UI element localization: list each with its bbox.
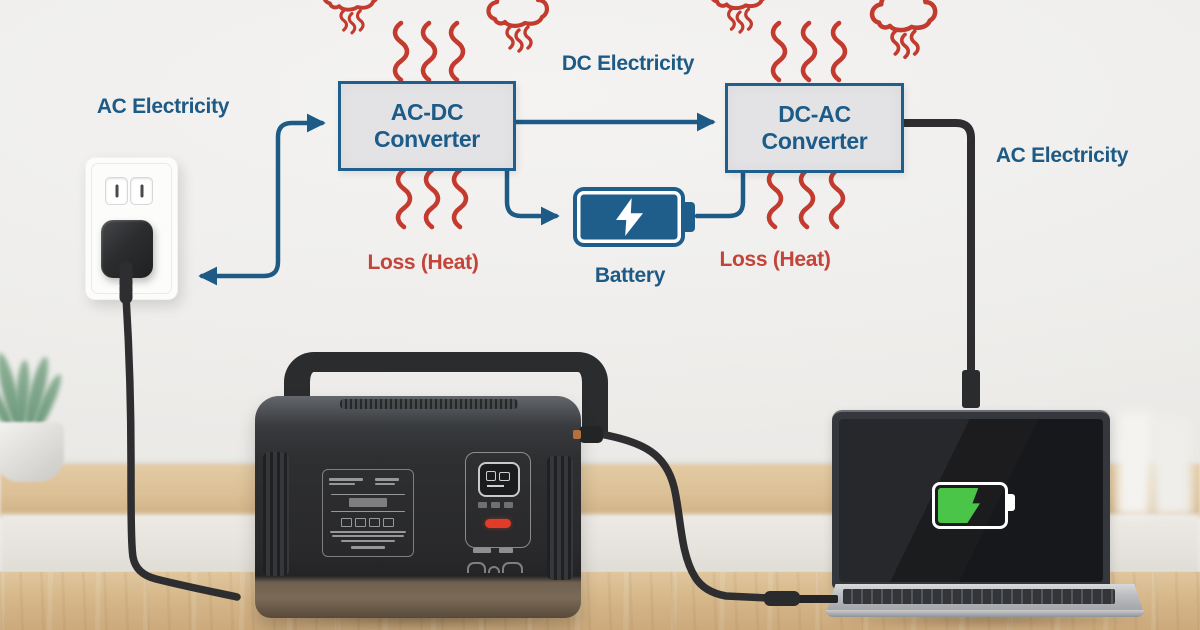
outlet-socket — [105, 177, 128, 205]
plant-pot — [0, 422, 64, 482]
laptop-base — [826, 584, 1144, 614]
lightning-bolt-icon — [616, 198, 643, 236]
acdc-converter-box: AC-DC Converter — [338, 81, 516, 171]
label-dc-electricity: DC Electricity — [561, 52, 695, 75]
status-display — [478, 462, 520, 497]
port-label — [499, 548, 513, 553]
panel-icon — [502, 562, 523, 573]
label-ac-electricity-out: AC Electricity — [995, 144, 1129, 167]
battery-charging-icon — [932, 482, 1015, 529]
spec-label — [322, 469, 414, 557]
top-vent — [340, 399, 518, 409]
laptop-keyboard[interactable] — [843, 589, 1115, 604]
station-body — [255, 396, 581, 618]
outlet-socket — [130, 177, 153, 205]
output-ports[interactable] — [478, 502, 518, 508]
port-label — [473, 548, 491, 553]
side-vent-left — [263, 452, 289, 576]
laptop-display — [839, 419, 1103, 582]
battery-charge-level — [938, 488, 980, 523]
dcac-line1: DC-AC — [778, 101, 851, 127]
dcac-line2: Converter — [761, 128, 868, 154]
power-plug — [101, 220, 153, 278]
wall-outlet — [85, 157, 178, 300]
laptop-front-edge — [826, 610, 1144, 617]
label-battery: Battery — [594, 264, 666, 287]
acdc-line1: AC-DC — [390, 99, 464, 125]
background-book — [1116, 411, 1154, 517]
control-panel — [465, 452, 531, 548]
portable-power-station — [253, 348, 608, 622]
side-vent-right — [547, 456, 573, 580]
label-loss-heat-right: Loss (Heat) — [719, 248, 831, 271]
power-button[interactable] — [485, 519, 511, 528]
panel-icon — [467, 562, 486, 573]
background-book — [1150, 417, 1194, 517]
laptop-screen — [832, 410, 1110, 589]
label-loss-heat-left: Loss (Heat) — [367, 251, 479, 274]
label-ac-electricity-in: AC Electricity — [96, 95, 230, 118]
battery-icon — [573, 187, 695, 247]
panel-icon — [488, 566, 500, 573]
acdc-line2: Converter — [374, 126, 480, 152]
dcac-converter-box: DC-AC Converter — [725, 83, 904, 173]
